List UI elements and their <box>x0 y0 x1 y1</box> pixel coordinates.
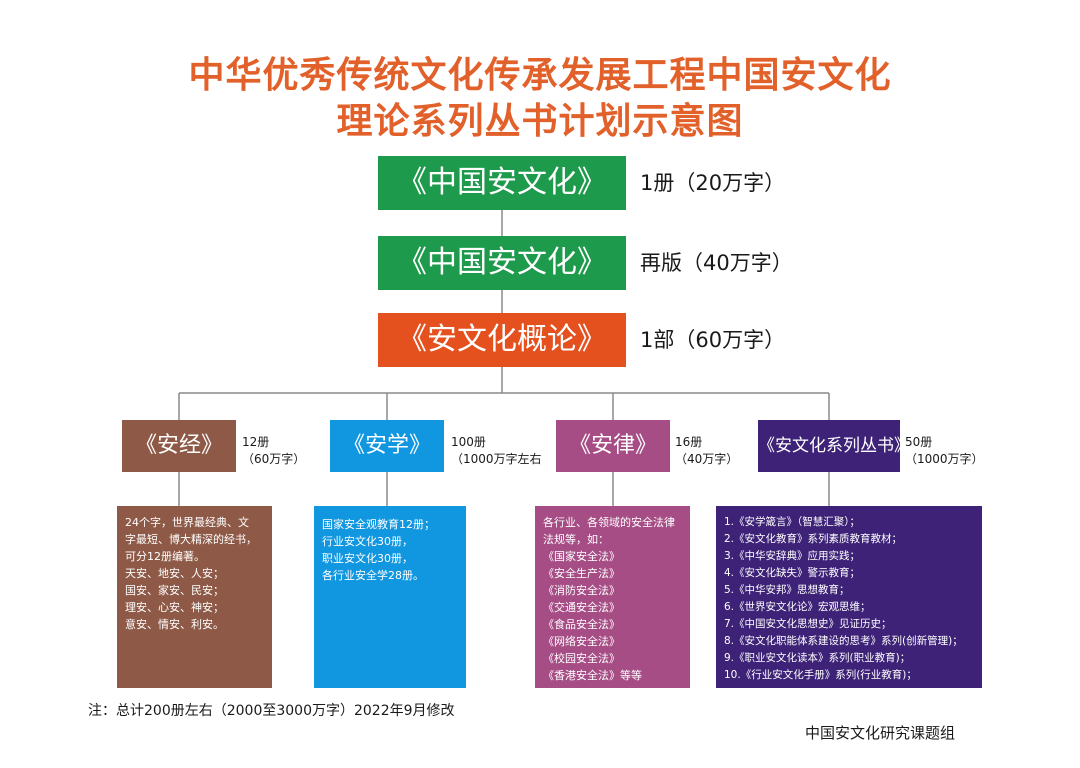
detail-line: 《网络安全法》 <box>543 635 620 648</box>
detail-line: 各行业、各领域的安全法律 <box>543 516 675 529</box>
detail-line: 理安、心安、神安； <box>125 601 224 614</box>
detail-line: 4.《安文化缺失》警示教育； <box>724 567 861 579</box>
detail-line: 3.《中华安辞典》应用实践； <box>724 550 861 562</box>
detail-box-anwenhua-series: 1.《安学箴言》（智慧汇聚）； 2.《安文化教育》系列素质教育教材； 3.《中华… <box>716 506 982 688</box>
detail-line: 6.《世界安文化论》宏观思维； <box>724 601 871 613</box>
category-note-anxue: 100册 （1000万字左右 <box>451 434 542 468</box>
category-note-anwenhua-series: 50册 （1000万字） <box>905 434 984 468</box>
category-note-line: （1000万字左右 <box>451 452 542 466</box>
category-note-line: 50册 <box>905 435 933 449</box>
detail-line: 1.《安学箴言》（智慧汇聚）； <box>724 516 861 528</box>
detail-line: 字最短、博大精深的经书， <box>125 533 257 546</box>
category-note-line: （60万字） <box>242 452 306 466</box>
detail-line: 法规等，如： <box>543 533 609 546</box>
category-note-anjing: 12册 （60万字） <box>242 434 305 468</box>
detail-line: 8.《安文化职能体系建设的思考》系列(创新管理)； <box>724 635 963 647</box>
category-node-anxue: 《安学》 <box>330 420 444 472</box>
main-node-1: 《中国安文化》 <box>378 156 626 210</box>
diagram-title-line2: 理论系列丛书计划示意图 <box>336 101 744 142</box>
category-node-anjing: 《安经》 <box>122 420 236 472</box>
detail-line: 天安、地安、人安； <box>125 567 224 580</box>
detail-line: 《消防安全法》 <box>543 584 620 597</box>
detail-line: 国家安全观教育12册； <box>322 518 435 531</box>
footnote: 注：总计200册左右（2000至3000万字）2022年9月修改 <box>88 703 455 719</box>
detail-line: 5.《中华安邦》思想教育； <box>724 584 850 596</box>
detail-line: 职业安文化30册， <box>322 552 413 565</box>
diagram-title-line1: 中华优秀传统文化传承发展工程中国安文化 <box>188 55 892 96</box>
detail-line: 7.《中国安文化思想史》见证历史； <box>724 618 892 630</box>
detail-line: 各行业安全学28册。 <box>322 569 424 582</box>
category-note-line: 16册 <box>675 435 703 449</box>
main-node-1-note: 1册（20万字） <box>640 171 786 195</box>
detail-line: 国安、家安、民安； <box>125 584 224 597</box>
credit-label: 中国安文化研究课题组 <box>805 724 956 742</box>
main-node-3-note: 1部（60万字） <box>640 328 786 352</box>
main-node-3: 《安文化概论》 <box>378 313 626 367</box>
detail-line: 可分12册编著。 <box>125 550 205 563</box>
detail-line: 2.《安文化教育》系列素质教育教材； <box>724 533 903 545</box>
detail-box-anlv: 各行业、各领域的安全法律 法规等，如： 《国家安全法》 《安全生产法》 《消防安… <box>535 506 690 688</box>
detail-line: 意安、情安、利安。 <box>125 618 224 631</box>
detail-box-anxue: 国家安全观教育12册； 行业安文化30册， 职业安文化30册， 各行业安全学28… <box>314 506 466 688</box>
category-note-anlv: 16册 （40万字） <box>675 434 738 468</box>
detail-line: 《香港安全法》等等 <box>543 669 642 682</box>
main-node-2: 《中国安文化》 <box>378 236 626 290</box>
category-note-line: （40万字） <box>675 452 739 466</box>
category-node-anlv: 《安律》 <box>556 420 670 472</box>
detail-line: 9.《职业安文化读本》系列(职业教育)； <box>724 652 911 664</box>
detail-line: 《校园安全法》 <box>543 652 620 665</box>
detail-line: 《国家安全法》 <box>543 550 620 563</box>
detail-line: 行业安文化30册， <box>322 535 413 548</box>
category-note-line: （1000万字） <box>905 452 984 466</box>
detail-line: 10.《行业安文化手册》系列(行业教育)； <box>724 669 917 681</box>
category-note-line: 12册 <box>242 435 270 449</box>
detail-line: 《安全生产法》 <box>543 567 620 580</box>
detail-line: 《交通安全法》 <box>543 601 620 614</box>
detail-line: 《食品安全法》 <box>543 618 620 631</box>
category-node-anwenhua-series: 《安文化系列丛书》 <box>758 420 911 472</box>
detail-line: 24个字，世界最经典、文 <box>125 516 249 529</box>
category-note-line: 100册 <box>451 435 486 449</box>
main-node-2-note: 再版（40万字） <box>640 251 793 275</box>
detail-box-anjing: 24个字，世界最经典、文 字最短、博大精深的经书， 可分12册编著。 天安、地安… <box>117 506 272 688</box>
